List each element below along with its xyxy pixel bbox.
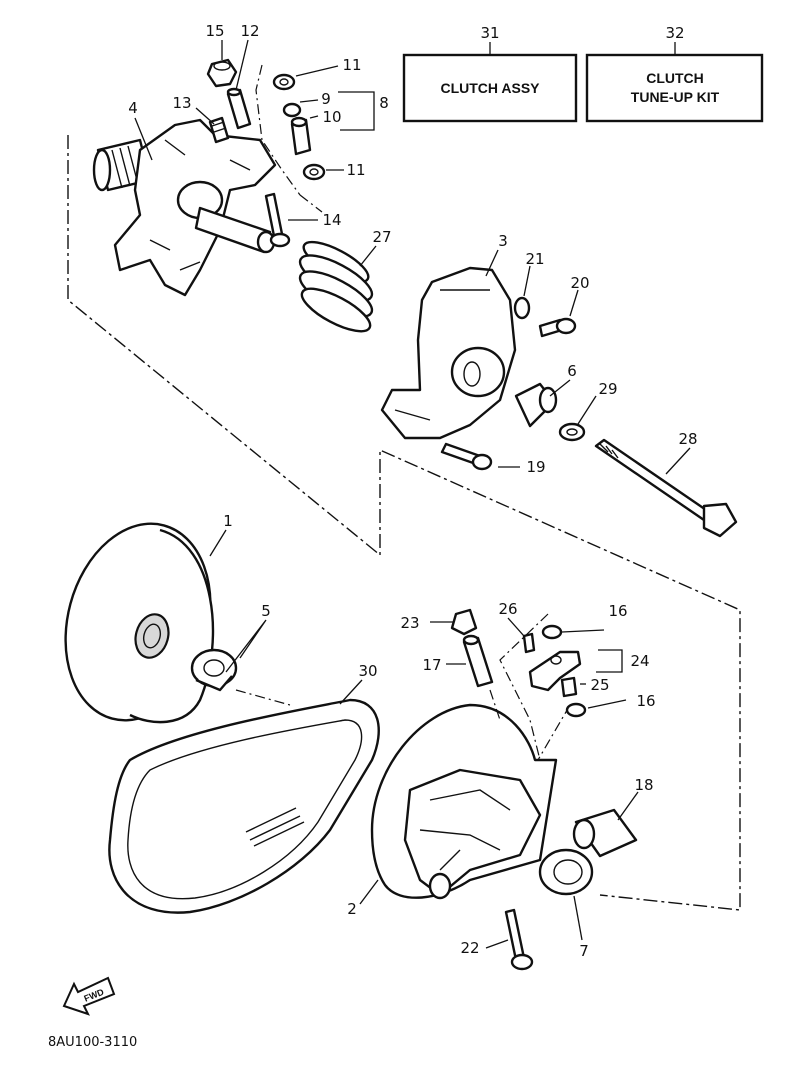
part-26-pin[interactable] [522, 632, 536, 654]
part-27-spring[interactable] [294, 235, 378, 340]
part-19-bolt[interactable] [440, 442, 493, 471]
label-9: 9 [321, 90, 331, 108]
label-32: 32 [665, 24, 684, 42]
label-25: 25 [590, 676, 609, 694]
part-4-spider-shaft[interactable] [92, 118, 277, 297]
part-13-small-bolt[interactable] [208, 116, 230, 144]
part-2-movable-sheave[interactable] [370, 703, 558, 900]
part-6-bushing[interactable] [514, 382, 558, 428]
label-19: 19 [526, 458, 545, 476]
label-11-lower: 11 [346, 161, 365, 179]
clutch-tune-up-kit-text-line1: CLUTCH [646, 70, 704, 86]
part-number-labels: 15 12 13 4 11 9 8 10 11 14 27 3 21 20 6 … [128, 22, 697, 960]
part-28-long-bolt[interactable] [594, 438, 738, 538]
label-21: 21 [525, 250, 544, 268]
label-12: 12 [240, 22, 259, 40]
diagram-code: 8AU100-3110 [48, 1035, 137, 1050]
label-1: 1 [223, 512, 233, 530]
label-16-upper: 16 [608, 602, 627, 620]
part-11-washer-upper[interactable] [272, 73, 296, 91]
label-18: 18 [634, 776, 653, 794]
part-1-fixed-sheave[interactable] [45, 507, 232, 736]
part-30-v-belt[interactable] [108, 698, 380, 914]
part-24-guide-line [499, 613, 571, 761]
leader-lines [134, 39, 691, 949]
part-4-guide-line [255, 64, 323, 213]
label-2: 2 [347, 900, 357, 918]
part-5-bushing[interactable] [190, 648, 238, 692]
label-14: 14 [322, 211, 341, 229]
part-12-pin[interactable] [226, 87, 252, 130]
part-14-bolt[interactable] [264, 192, 291, 248]
sheave-guide-line [235, 689, 501, 721]
label-26: 26 [498, 600, 517, 618]
label-24: 24 [630, 652, 649, 670]
label-5: 5 [261, 602, 271, 620]
label-3: 3 [498, 232, 508, 250]
label-28: 28 [678, 430, 697, 448]
part-10-bushing[interactable] [290, 116, 312, 156]
part-18-spacer[interactable] [572, 808, 638, 858]
label-4: 4 [128, 99, 138, 117]
clutch-tune-up-kit-text-line2: TUNE-UP KIT [631, 89, 720, 105]
label-30: 30 [358, 662, 377, 680]
label-23: 23 [400, 614, 419, 632]
clutch-assy-box[interactable]: CLUTCH ASSY [402, 42, 578, 123]
part-7-bushing[interactable] [538, 848, 594, 896]
part-11-washer-lower[interactable] [302, 163, 326, 181]
label-16-lower: 16 [636, 692, 655, 710]
label-17: 17 [422, 656, 441, 674]
find-arrow-icon: FWD [62, 976, 116, 1016]
label-7: 7 [579, 942, 589, 960]
label-6: 6 [567, 362, 577, 380]
part-3-clutch-cover[interactable] [380, 266, 517, 440]
part-16-washer-upper[interactable] [541, 624, 563, 640]
clutch-tune-up-kit-box[interactable]: CLUTCH TUNE-UP KIT [585, 42, 764, 123]
part-9-roller[interactable] [282, 102, 302, 118]
part-23-nut[interactable] [450, 608, 478, 636]
label-29: 29 [598, 380, 617, 398]
part-22-bolt[interactable] [504, 908, 534, 971]
clutch-assy-text: CLUTCH ASSY [440, 80, 540, 96]
part-29-clip[interactable] [558, 422, 586, 442]
part-15-nut[interactable] [206, 58, 238, 88]
label-31: 31 [480, 24, 499, 42]
part-20-bolt[interactable] [538, 317, 577, 338]
label-11-upper: 11 [342, 56, 361, 74]
label-22: 22 [460, 939, 479, 957]
label-13: 13 [172, 94, 191, 112]
label-27: 27 [372, 228, 391, 246]
label-10: 10 [322, 108, 341, 126]
label-8: 8 [379, 94, 389, 112]
part-17-pin[interactable] [462, 634, 494, 688]
part-25-roller[interactable] [560, 676, 578, 698]
part-24-weight-arm[interactable] [528, 650, 582, 692]
label-20: 20 [570, 274, 589, 292]
label-15: 15 [205, 22, 224, 40]
part-21-washer[interactable] [513, 296, 531, 320]
